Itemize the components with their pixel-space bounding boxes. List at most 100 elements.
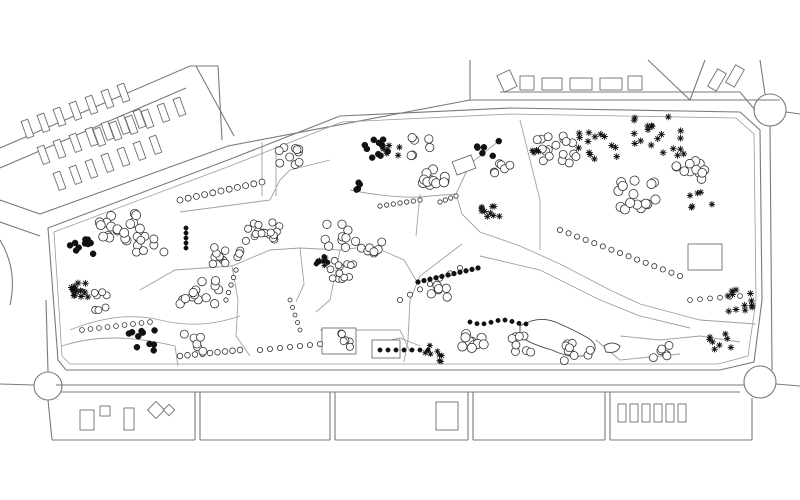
star-shrub — [659, 149, 667, 157]
dark-tree — [363, 145, 371, 153]
deciduous-tree — [139, 246, 148, 256]
deciduous-tree — [275, 158, 285, 168]
deciduous-tree — [322, 219, 332, 229]
deciduous-tree — [532, 135, 542, 145]
deciduous-tree — [442, 292, 452, 302]
road-southwest — [0, 299, 53, 441]
deciduous-tree — [687, 297, 693, 303]
star-shrub — [316, 257, 323, 264]
deciduous-tree — [668, 269, 675, 276]
deciduous-tree — [206, 349, 214, 357]
star-shrub — [77, 293, 85, 300]
deciduous-tree — [505, 160, 515, 170]
deciduous-tree — [292, 145, 302, 155]
dark-tree — [84, 240, 92, 248]
star-shrub — [686, 192, 694, 199]
star-shrub — [437, 358, 444, 365]
dark-tree — [445, 272, 451, 278]
dark-tree — [353, 186, 360, 193]
deciduous-tree — [276, 344, 283, 351]
star-shrub — [575, 144, 583, 152]
deciduous-tree — [286, 343, 293, 350]
deciduous-tree — [369, 247, 379, 257]
deciduous-tree — [94, 306, 103, 315]
deciduous-tree — [684, 158, 695, 169]
dark-tree — [368, 154, 376, 161]
deciduous-tree — [629, 175, 640, 186]
deciduous-tree — [425, 142, 435, 153]
deciduous-tree — [608, 246, 615, 253]
deciduous-tree — [350, 236, 361, 246]
dark-tree — [66, 242, 74, 249]
star-shrub — [729, 291, 736, 298]
deciduous-tree — [235, 249, 244, 258]
dark-tree — [457, 269, 463, 275]
deciduous-tree — [228, 282, 234, 288]
parking-stall — [100, 152, 115, 174]
parking-stall — [108, 120, 123, 142]
deciduous-tree — [490, 168, 500, 178]
star-shrub — [436, 352, 443, 359]
deciduous-tree — [147, 319, 153, 325]
parking-stall — [148, 134, 163, 156]
deciduous-tree — [397, 200, 403, 206]
deciduous-tree — [196, 332, 205, 342]
dark-tree — [377, 347, 383, 353]
star-shrub — [708, 201, 716, 208]
building — [146, 400, 166, 420]
star-shrub — [680, 150, 688, 158]
dark-tree — [356, 181, 364, 188]
deciduous-tree — [561, 137, 571, 146]
star-shrub — [396, 143, 403, 151]
dark-tree — [385, 347, 391, 353]
deciduous-tree — [406, 291, 413, 298]
star-shrub — [732, 306, 740, 313]
deciduous-tree — [340, 242, 351, 253]
dark-tree — [133, 343, 141, 351]
dark-tree — [523, 321, 529, 327]
deciduous-tree — [438, 177, 449, 188]
deciduous-tree — [297, 327, 303, 333]
dark-tree — [374, 150, 382, 158]
deciduous-tree — [377, 237, 387, 247]
dark-tree — [183, 230, 189, 236]
parking-stall — [52, 106, 67, 128]
building — [123, 407, 135, 431]
star-shrub — [600, 133, 608, 140]
park-inner-edge — [53, 113, 757, 365]
parking-stall — [156, 102, 171, 124]
deciduous-tree — [130, 321, 136, 327]
star-shrub — [81, 288, 89, 296]
deciduous-tree — [328, 274, 337, 283]
deciduous-tree — [679, 166, 690, 176]
deciduous-tree — [538, 156, 548, 166]
building — [627, 75, 643, 91]
star-shrub — [677, 127, 685, 135]
parking-stall — [124, 114, 139, 136]
street-network — [0, 59, 800, 441]
deciduous-tree — [214, 349, 221, 356]
deciduous-tree — [526, 347, 536, 357]
dark-tree — [439, 273, 445, 280]
deciduous-tree — [287, 297, 293, 303]
star-shrub — [647, 141, 655, 149]
star-shrub — [648, 122, 655, 130]
dark-tree — [150, 341, 158, 348]
road-east — [759, 59, 800, 371]
deciduous-tree — [737, 293, 743, 299]
star-shrub — [725, 307, 733, 315]
building — [519, 75, 535, 91]
deciduous-tree — [406, 150, 416, 161]
deciduous-tree — [441, 283, 451, 293]
star-shrub — [529, 147, 536, 154]
deciduous-tree — [324, 241, 334, 251]
deciduous-tree — [448, 195, 454, 201]
deciduous-tree — [256, 346, 263, 353]
deciduous-tree — [341, 233, 351, 243]
dark-tree — [89, 250, 97, 258]
deciduous-tree — [294, 157, 304, 167]
parking-stall — [92, 126, 107, 148]
star-shrub — [383, 150, 391, 157]
star-shrub — [496, 213, 503, 220]
star-shrub — [669, 145, 677, 153]
